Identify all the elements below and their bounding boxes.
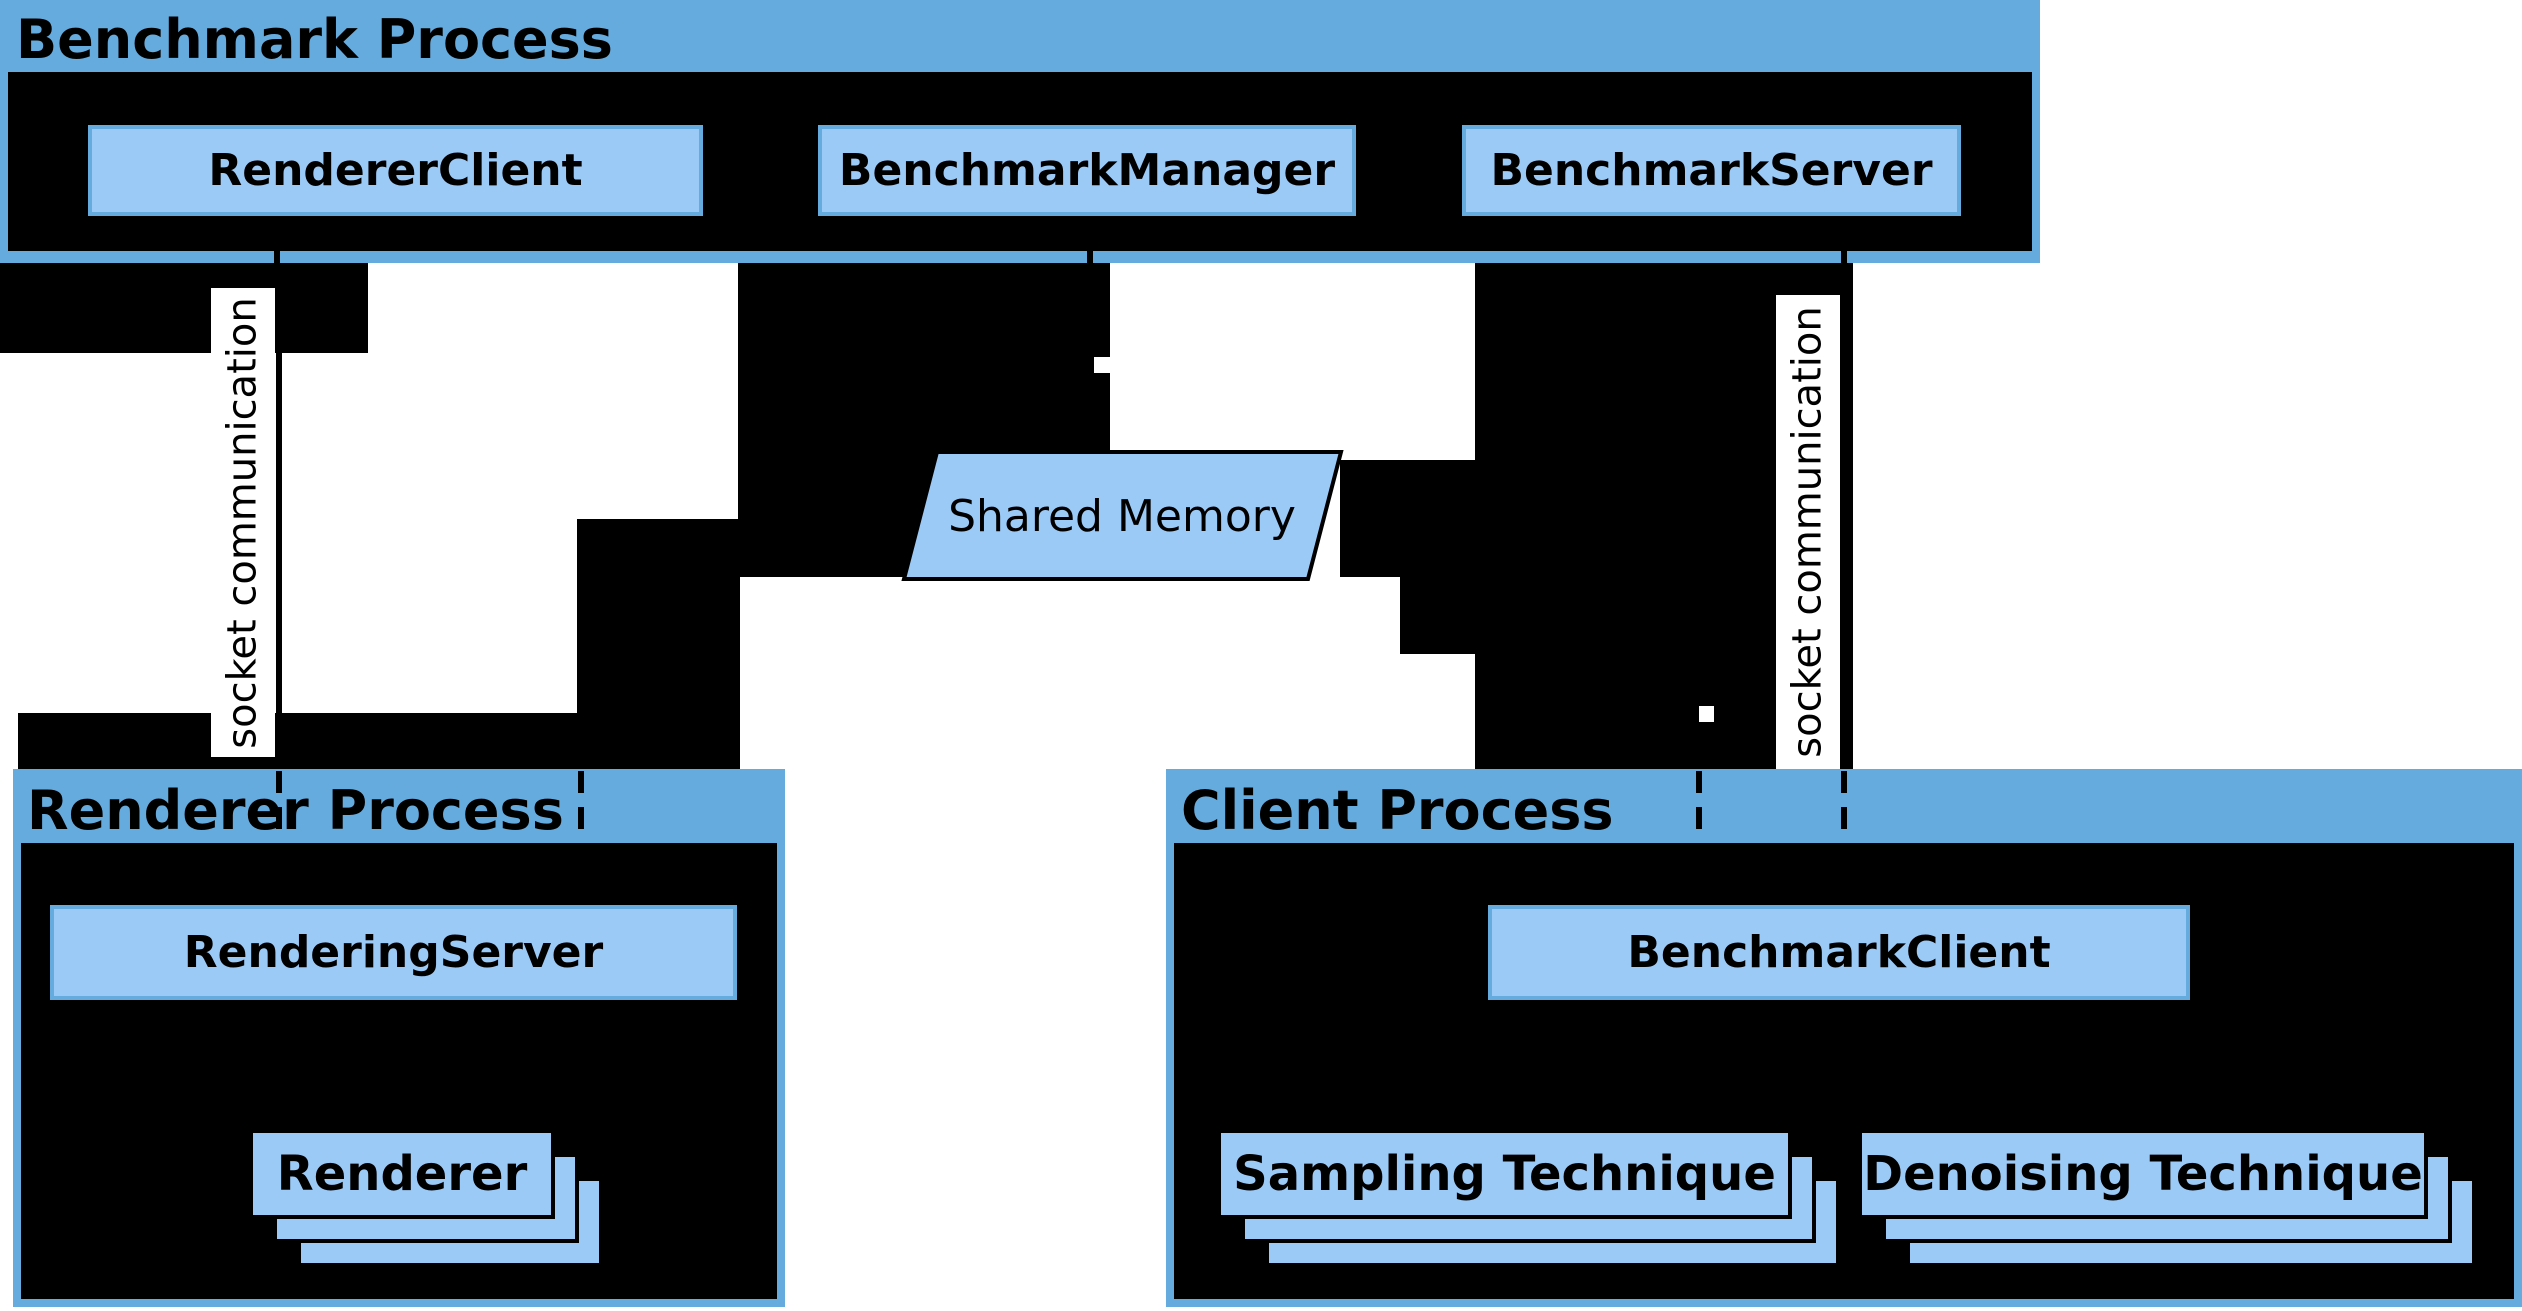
tick-top-right — [1841, 245, 1847, 271]
benchmark-client-box: BenchmarkClient — [1488, 905, 2190, 1000]
denoising-stack-label: Denoising Technique — [1863, 1146, 2423, 1202]
benchmark-server-box: BenchmarkServer — [1462, 125, 1961, 216]
tick-top-left — [274, 245, 280, 271]
renderer-client-box: RendererClient — [88, 125, 703, 216]
tick-client-header-2 — [1841, 771, 1847, 841]
tick-client-header-1 — [1696, 771, 1702, 841]
benchmark-manager-label: BenchmarkManager — [838, 145, 1336, 196]
shared-memory-label: Shared Memory — [948, 491, 1296, 542]
connector-renderer-line — [276, 251, 282, 769]
renderer-process-frame: Renderer Process RenderingServer Rendere… — [13, 769, 785, 1307]
shared-memory-shape: Shared Memory — [901, 450, 1344, 581]
black-region-right-2 — [1340, 460, 1853, 577]
benchmark-process-title: Benchmark Process — [16, 8, 613, 71]
denoising-stack-front: Denoising Technique — [1858, 1129, 2428, 1219]
black-region-left-top — [0, 263, 368, 353]
benchmark-client-label: BenchmarkClient — [1627, 927, 2051, 978]
tick-renderer-header-1 — [276, 771, 282, 841]
tick-renderer-header-2 — [578, 771, 584, 841]
renderer-client-label: RendererClient — [208, 145, 583, 196]
sampling-stack-front: Sampling Technique — [1217, 1129, 1792, 1219]
benchmark-server-label: BenchmarkServer — [1490, 145, 1933, 196]
shared-memory-parallelogram — [901, 450, 1344, 581]
socket-communication-text-left: socket communication — [220, 296, 267, 749]
benchmark-manager-box: BenchmarkManager — [818, 125, 1356, 216]
rendering-server-box: RenderingServer — [50, 905, 737, 1000]
dash-gap-dot-left — [1094, 357, 1110, 373]
tick-top-mid — [1087, 245, 1093, 271]
sampling-stack-label: Sampling Technique — [1233, 1146, 1776, 1202]
rendering-server-label: RenderingServer — [183, 927, 604, 978]
renderer-process-title: Renderer Process — [27, 779, 564, 842]
dash-gap-dot-right — [1699, 706, 1714, 722]
renderer-stack-front: Renderer — [249, 1129, 555, 1219]
socket-communication-text-right: socket communication — [1785, 306, 1832, 758]
client-process-frame: Client Process BenchmarkClient Sampling … — [1166, 769, 2522, 1307]
renderer-stack-label: Renderer — [276, 1146, 528, 1202]
benchmark-process-frame: Benchmark Process RendererClient Benchma… — [0, 0, 2040, 263]
client-process-title: Client Process — [1181, 779, 1614, 842]
socket-communication-label-right: socket communication — [1776, 295, 1840, 769]
connector-client-line — [1841, 251, 1847, 769]
black-region-left-bottom — [18, 713, 740, 769]
socket-communication-label-left: socket communication — [211, 288, 275, 757]
